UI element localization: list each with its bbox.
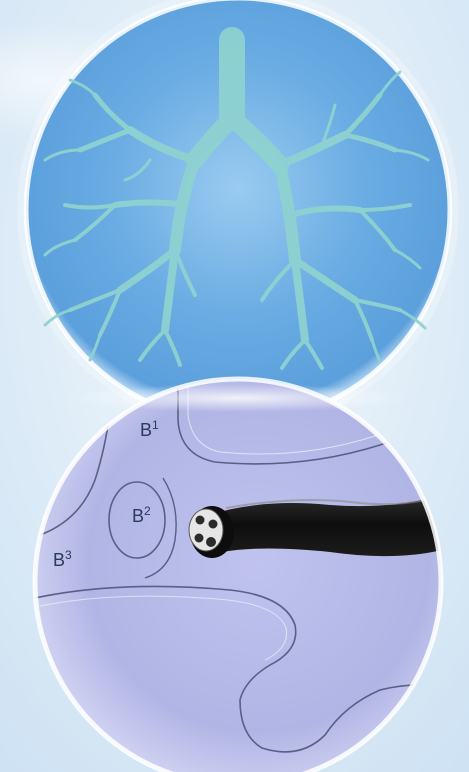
scope-channel	[209, 520, 218, 529]
scope-channel	[195, 534, 204, 543]
scope-channel	[206, 537, 216, 547]
intersection-glow	[63, 384, 413, 412]
scope-channel	[196, 516, 205, 525]
